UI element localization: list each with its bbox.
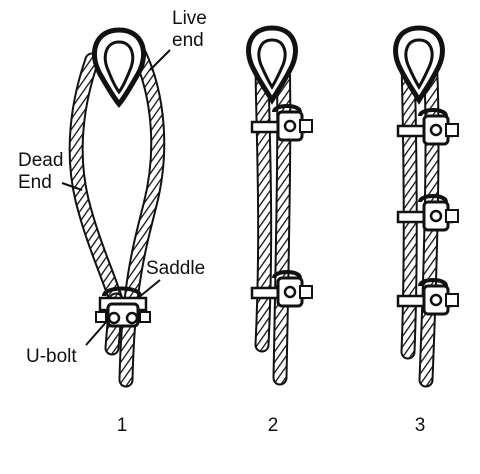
- step-number-1: 1: [116, 415, 128, 436]
- figure-2-assembly: [246, 25, 313, 386]
- figure-2-thimble-icon: [246, 25, 298, 105]
- figure-2-clip-lower-icon: [250, 270, 313, 308]
- label-u-bolt: U-bolt: [26, 346, 77, 367]
- dead-end-leader: [61, 182, 83, 191]
- step-number-3: 3: [414, 415, 426, 436]
- label-live-end-line1: Live: [172, 8, 207, 29]
- figure-1-assembly: [61, 27, 171, 388]
- figure-3-clip-top-icon: [396, 108, 459, 146]
- label-saddle: Saddle: [146, 258, 206, 279]
- label-dead-end-line1: Dead: [18, 150, 64, 171]
- figure-3-clip-bottom-icon: [396, 278, 459, 316]
- label-live-end-line2: end: [172, 30, 204, 51]
- figure-1-thimble-icon: [91, 27, 147, 108]
- saddle-leader: [137, 279, 161, 299]
- live-end-leader: [149, 49, 171, 71]
- step-number-2: 2: [267, 415, 279, 436]
- figure-2-clip-upper-icon: [250, 104, 313, 142]
- figure-1-clip-icon: [95, 286, 151, 328]
- figure-3-clip-middle-icon: [396, 194, 459, 232]
- figure-3-assembly: [393, 25, 459, 388]
- figure-3-thimble-icon: [393, 25, 445, 105]
- label-dead-end-line2: End: [18, 172, 52, 193]
- u-bolt-leader: [85, 319, 109, 346]
